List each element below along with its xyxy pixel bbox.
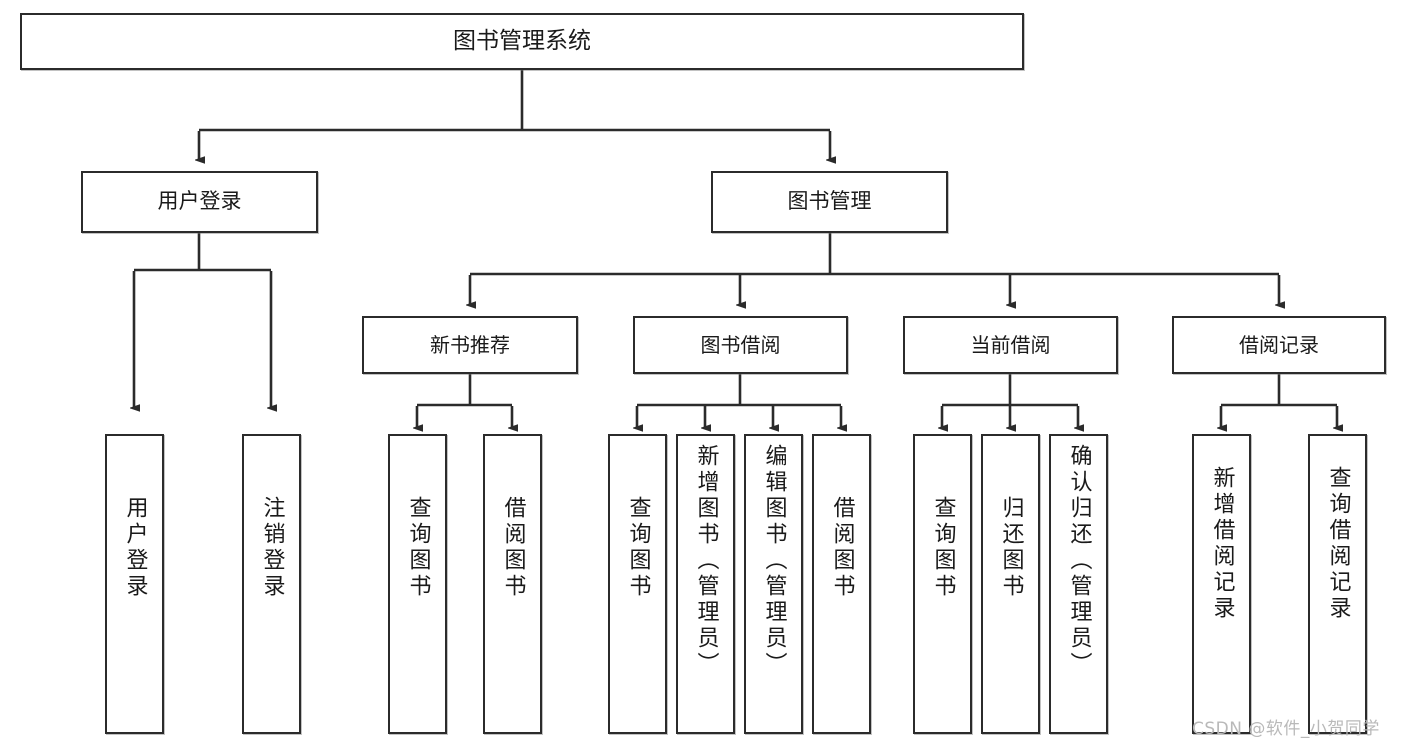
node-label: 用户登录 xyxy=(157,189,242,214)
node-label: 借阅图书 xyxy=(829,496,855,600)
node-book-management[interactable]: 图书管理 xyxy=(711,171,948,233)
node-label: 查询图书 xyxy=(930,496,956,600)
node-label: 注销登录 xyxy=(259,496,285,600)
node-label: 借阅图书 xyxy=(500,496,526,600)
leaf-query-book-borrow[interactable]: 查询图书 xyxy=(608,434,667,734)
node-label: 查询图书 xyxy=(405,496,431,600)
leaf-user-login[interactable]: 用户登录 xyxy=(105,434,164,734)
node-label: 归还图书 xyxy=(998,496,1024,600)
node-label: 图书借阅 xyxy=(700,333,781,357)
leaf-add-borrow-record[interactable]: 新增借阅记录 xyxy=(1192,434,1251,734)
node-label: 查询借阅记录 xyxy=(1325,466,1351,622)
node-current-borrow[interactable]: 当前借阅 xyxy=(903,316,1118,374)
node-label: 新增借阅记录 xyxy=(1209,466,1235,622)
node-borrow-record[interactable]: 借阅记录 xyxy=(1172,316,1386,374)
node-user-login[interactable]: 用户登录 xyxy=(81,171,318,233)
node-label: 新增图书（管理员） xyxy=(693,444,719,678)
leaf-confirm-return-admin[interactable]: 确认归还（管理员） xyxy=(1049,434,1108,734)
node-label: 图书管理 xyxy=(787,189,872,214)
node-label: 当前借阅 xyxy=(970,333,1051,357)
leaf-logout-login[interactable]: 注销登录 xyxy=(242,434,301,734)
watermark-text: CSDN @软件_小贺同学 xyxy=(1192,719,1380,739)
node-book-borrow[interactable]: 图书借阅 xyxy=(633,316,848,374)
node-root-book-management-system[interactable]: 图书管理系统 xyxy=(20,13,1024,70)
node-label: 用户登录 xyxy=(122,496,148,600)
node-label: 借阅记录 xyxy=(1239,333,1319,357)
node-label: 确认归还（管理员） xyxy=(1066,444,1092,678)
leaf-return-book[interactable]: 归还图书 xyxy=(981,434,1040,734)
node-new-book-recommend[interactable]: 新书推荐 xyxy=(362,316,578,374)
node-label: 新书推荐 xyxy=(430,333,510,357)
leaf-query-book-current[interactable]: 查询图书 xyxy=(913,434,972,734)
leaf-query-book-recommend[interactable]: 查询图书 xyxy=(388,434,447,734)
node-label: 图书管理系统 xyxy=(453,27,591,54)
leaf-add-book-admin[interactable]: 新增图书（管理员） xyxy=(676,434,735,734)
node-label: 编辑图书（管理员） xyxy=(761,444,787,678)
leaf-borrow-book[interactable]: 借阅图书 xyxy=(812,434,871,734)
leaf-query-borrow-record[interactable]: 查询借阅记录 xyxy=(1308,434,1367,734)
node-label: 查询图书 xyxy=(625,496,651,600)
leaf-borrow-book-recommend[interactable]: 借阅图书 xyxy=(483,434,542,734)
leaf-edit-book-admin[interactable]: 编辑图书（管理员） xyxy=(744,434,803,734)
